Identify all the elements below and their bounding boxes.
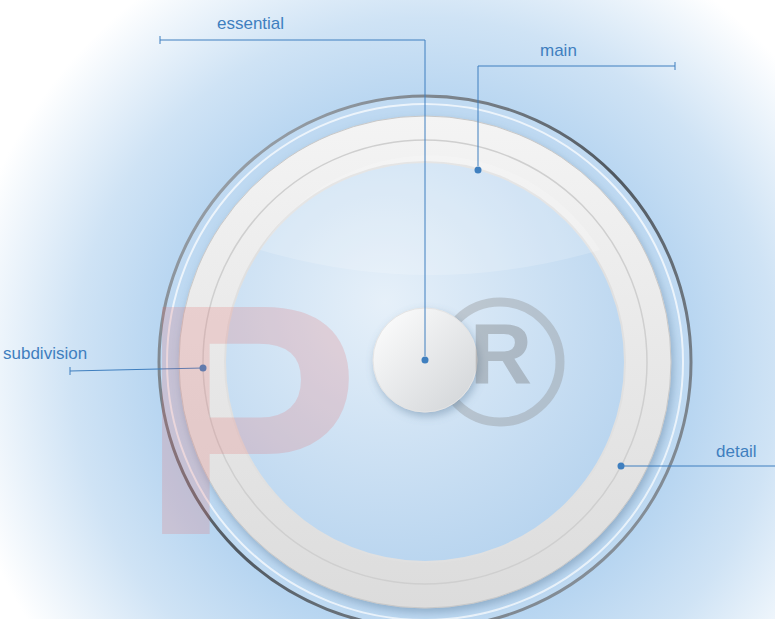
watermark-letter: R [470, 310, 532, 396]
callout-label: subdivision [3, 344, 87, 364]
leader-tick [70, 367, 71, 375]
callout-label: essential [217, 14, 284, 34]
watermark-letter: P [140, 255, 360, 585]
leader-line [621, 466, 775, 467]
leader-tick [675, 62, 676, 70]
callout-label: main [540, 41, 577, 61]
leader-dot [618, 463, 625, 470]
callout-label: detail [716, 442, 757, 462]
leader-line [478, 66, 675, 166]
leader-dot [422, 357, 429, 364]
leader-tick [160, 36, 161, 44]
leader-dot [475, 167, 482, 174]
